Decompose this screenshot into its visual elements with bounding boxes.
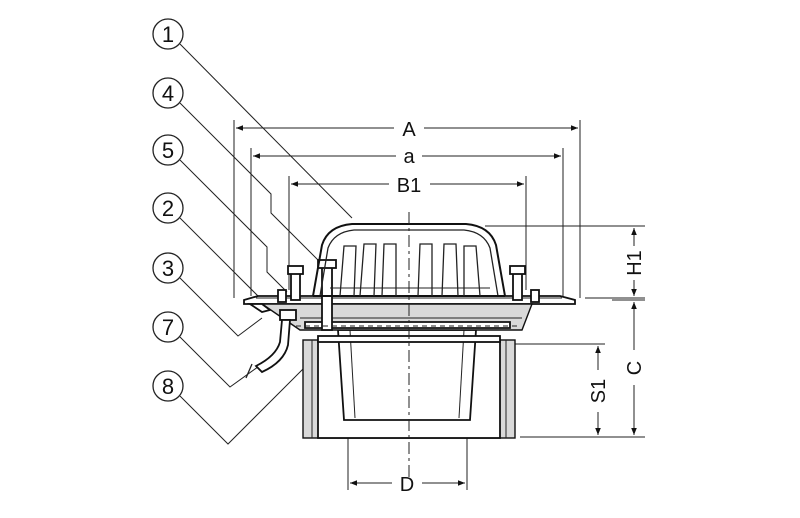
- side-pipe: [245, 309, 297, 379]
- callout-5-label: 5: [162, 138, 174, 163]
- callout-2-label: 2: [162, 196, 174, 221]
- dimension-C-label: C: [624, 361, 646, 375]
- callout-8-label: 8: [162, 374, 174, 399]
- dimension-S1: S1: [515, 343, 610, 435]
- callout-3-label: 3: [162, 256, 174, 281]
- dimension-A-label: A: [402, 119, 416, 141]
- dimension-C: C: [520, 299, 646, 438]
- callout-7-label: 7: [162, 315, 174, 340]
- dimension-H1: H1: [485, 225, 646, 299]
- dimension-a-label: a: [403, 146, 415, 168]
- callout-7: 7: [152, 311, 263, 388]
- dimension-H1-label: H1: [624, 250, 646, 276]
- callout-2: 2: [152, 192, 263, 301]
- dimension-a: a: [250, 146, 564, 296]
- dimension-A: A: [233, 119, 581, 298]
- callout-4-label: 4: [162, 81, 174, 106]
- dimension-B1-label: B1: [397, 175, 421, 197]
- callout-5: 5: [152, 134, 288, 293]
- callout-4: 4: [152, 77, 323, 265]
- callout-3: 3: [152, 252, 263, 337]
- callout-1-label: 1: [162, 22, 174, 47]
- dimension-S1-label: S1: [588, 379, 610, 403]
- dimension-D-label: D: [400, 474, 414, 496]
- callout-8: 8: [152, 365, 307, 445]
- callout-1: 1: [152, 18, 353, 219]
